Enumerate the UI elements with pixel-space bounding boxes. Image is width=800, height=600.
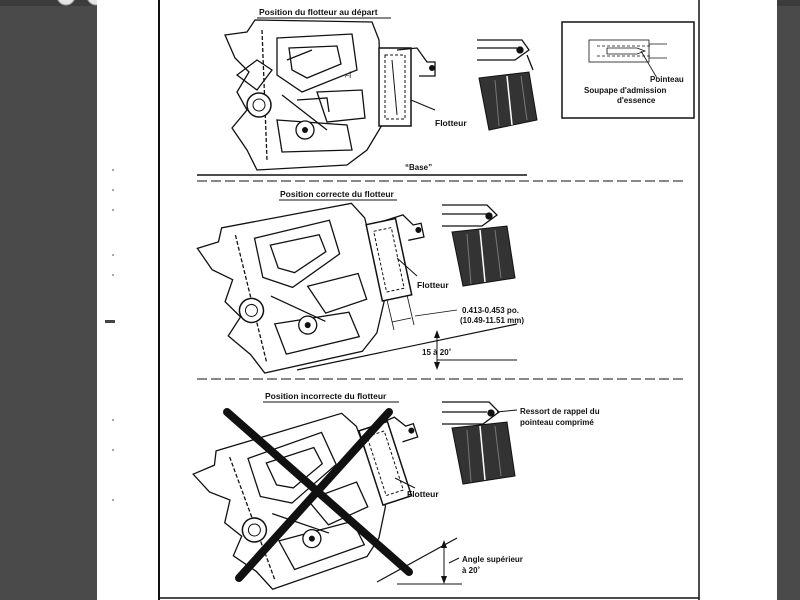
panel-correct-angle-label: 15 à 20˚ (422, 348, 452, 357)
panel-incorrect-caption: Position incorrecte du flotteur (265, 391, 387, 401)
panel-correct-caption: Position correcte du flotteur (280, 189, 395, 199)
panel-incorrect-spring-line1: Ressort de rappel du (520, 407, 600, 416)
panel-incorrect-spring-line2: pointeau comprimé (520, 418, 594, 427)
panel-incorrect-angle-line1: Angle supérieur (462, 555, 523, 564)
inset-valve-label-line2: d'essence (617, 96, 656, 105)
panel-incorrect-float-label: Flotteur (407, 489, 439, 499)
panel-start-position: Position du flotteur au départ ⌐ꟾ (197, 7, 695, 182)
toolbar-circle-button-1[interactable] (57, 0, 75, 6)
panel-correct-float-label: Flotteur (417, 280, 449, 290)
diagram-frame (158, 0, 700, 600)
panel-correct-position: Position correcte du flotteur (196, 189, 687, 380)
inset-needle-label: Pointeau (650, 75, 684, 84)
panel-incorrect-position: Position incorrecte du flotteur (192, 391, 600, 590)
panel-correct-measure-line2: (10.49-11.51 mm) (460, 316, 524, 325)
inset-valve-label-line1: Soupape d'admission (584, 86, 666, 95)
margin-marks (105, 169, 115, 501)
panel-incorrect-angle-line2: à 20˚ (462, 566, 481, 575)
panel-start-caption: Position du flotteur au départ (259, 7, 378, 17)
panel-start-float-label: Flotteur (435, 118, 467, 128)
needle-valve-inset: Pointeau Soupape d'admission d'essence (561, 21, 695, 119)
panel-start-base-label: “Base” (405, 163, 432, 172)
document-page: Position du flotteur au départ ⌐ꟾ (97, 0, 777, 600)
svg-text:⌐ꟾ: ⌐ꟾ (345, 71, 351, 80)
panel-correct-measure-line1: 0.413-0.453 po. (462, 306, 519, 315)
